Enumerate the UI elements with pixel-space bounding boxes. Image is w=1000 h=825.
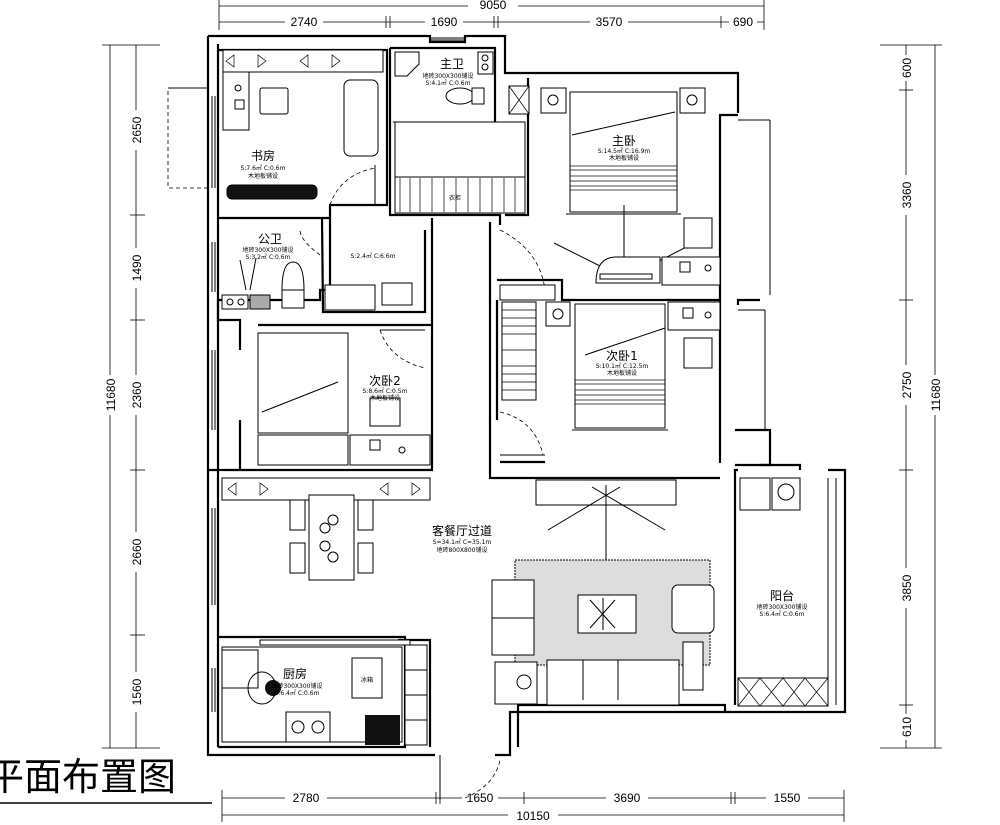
room-second-bed2-area: S:8.6㎡ C:0.5m (363, 387, 408, 395)
room-balcony-name: 阳台 (770, 588, 794, 603)
second-bed2-furniture (257, 332, 431, 466)
hall-area: S:2.4㎡ C:6.6m (351, 252, 396, 260)
bottom-dimensions: 2780 1650 3690 1550 10150 (221, 790, 845, 824)
dim-left-3: 2360 (130, 381, 144, 408)
dim-top-total: 9050 (480, 0, 507, 12)
master-bath-fixtures (393, 51, 530, 214)
master-bed-furniture (540, 87, 721, 286)
dim-top-2: 1690 (431, 15, 458, 29)
top-dimensions: 9050 2740 1690 3570 690 (218, 0, 765, 30)
room-public-bath-area: S:3.2㎡ C:0.6m (246, 253, 291, 261)
dim-right-4: 3850 (900, 574, 914, 601)
dim-left-total: 11680 (104, 378, 118, 411)
dim-left-4: 2660 (130, 538, 144, 565)
room-living-name: 客餐厅过道 (432, 523, 492, 538)
room-living-area: S=34.1㎡ C=35.1m (433, 538, 492, 546)
room-public-bath-floor: 地砖300X300铺设 (242, 246, 293, 254)
room-second-bed1-floor: 木地板铺设 (607, 369, 637, 377)
room-master-bed-area: S:14.5㎡ C:16.9m (598, 147, 651, 155)
room-master-bath-floor: 地砖300X300铺设 (422, 72, 473, 80)
public-bath-fixtures (221, 257, 413, 311)
dim-left-1: 2650 (130, 116, 144, 143)
dim-right-5: 610 (900, 717, 914, 737)
room-second-bed1-area: S:10.1㎡ C:12.5m (596, 362, 649, 370)
study-furniture (222, 49, 384, 200)
balcony-furniture (737, 477, 829, 707)
room-master-bath-area: S:4.1㎡ C:0.6m (426, 79, 471, 87)
doors (299, 165, 546, 800)
dim-right-3: 2750 (900, 371, 914, 398)
room-living-floor: 地砖800X800铺设 (436, 546, 487, 554)
dim-top-1: 2740 (291, 15, 318, 29)
fridge-label: 冰箱 (361, 676, 373, 684)
second-bed1-furniture (499, 284, 721, 431)
dim-bottom-total: 10150 (516, 809, 550, 823)
room-kitchen-name: 厨房 (283, 666, 307, 681)
room-second-bed2-name: 次卧2 (369, 374, 401, 388)
outer-walls (167, 34, 847, 757)
room-public-bath-name: 公卫 (258, 232, 282, 246)
dim-bottom-2: 1650 (467, 791, 494, 805)
wardrobe-label: 衣柜 (449, 194, 461, 202)
room-second-bed2-floor: 木地板铺设 (370, 394, 400, 402)
room-second-bed1-name: 次卧1 (606, 349, 638, 363)
right-dimensions: 11680 600 3360 2750 3850 610 (880, 44, 943, 749)
dim-right-2: 3360 (900, 181, 914, 208)
dim-bottom-3: 3690 (614, 791, 641, 805)
left-dimensions: 11680 2650 1490 2360 2660 1560 (102, 44, 160, 749)
room-balcony-area: S:6.4㎡ C:0.6m (760, 610, 805, 618)
dim-right-total: 11680 (929, 378, 943, 411)
dim-left-5: 1560 (130, 678, 144, 705)
room-labels: 书房 S:7.6㎡ C:0.6m 木地板铺设 主卫 地砖300X300铺设 S:… (241, 57, 808, 697)
room-study-area: S:7.6㎡ C:0.6m (241, 164, 286, 172)
room-kitchen-area: S:6.4㎡ C:0.6m (275, 689, 320, 697)
kitchen-furniture (221, 639, 428, 746)
dim-right-1: 600 (900, 58, 914, 78)
drawing-title: 平面布置图 (0, 755, 176, 799)
dim-left-2: 1490 (130, 254, 144, 281)
dim-top-3: 3570 (596, 15, 623, 29)
room-kitchen-floor: 地砖300X300铺设 (271, 682, 322, 690)
room-study-floor: 木地板铺设 (248, 172, 278, 180)
room-master-bath-name: 主卫 (440, 57, 464, 71)
room-master-bed-name: 主卧 (612, 134, 636, 148)
dim-top-4: 690 (733, 15, 753, 29)
room-study-name: 书房 (251, 148, 275, 163)
room-master-bed-floor: 木地板铺设 (609, 154, 639, 162)
room-balcony-floor: 地砖300X300铺设 (756, 603, 807, 611)
dim-bottom-1: 2780 (293, 791, 320, 805)
dim-bottom-4: 1550 (774, 791, 801, 805)
living-furniture (221, 477, 715, 706)
